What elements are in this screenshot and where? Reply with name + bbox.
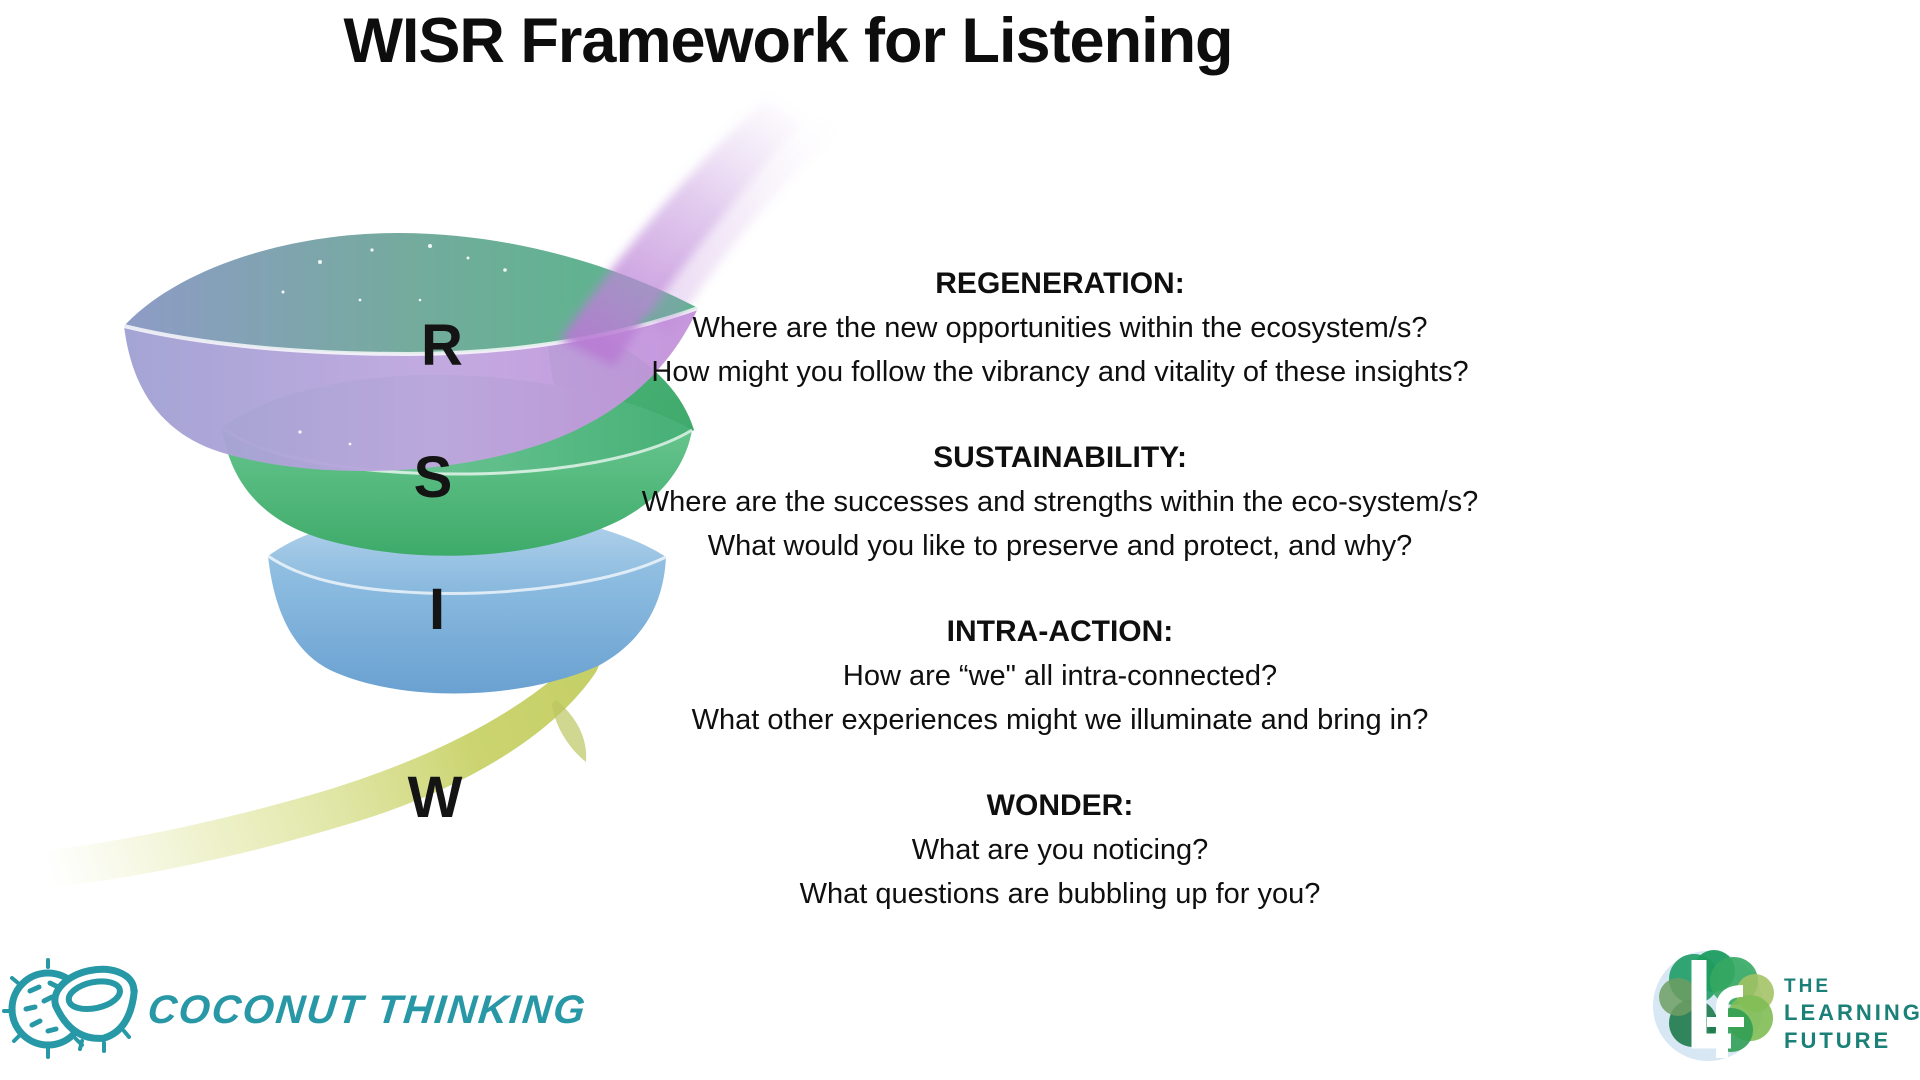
coconut-thinking-logo: COCONUT THINKING [0, 950, 620, 1080]
funnel-letter-w: W [407, 765, 463, 830]
section-line: How are “we" all intra-connected? [842, 660, 1278, 692]
sustainability-band-front [222, 428, 692, 556]
funnel-letter-i: I [428, 577, 446, 642]
learning-future-monogram-icon [1653, 950, 1774, 1061]
wonder-band [38, 634, 604, 888]
section-line: How might you follow the vibrancy and vi… [651, 356, 1469, 388]
section-sustainability: SUSTAINABILITY: Where are the successes … [610, 436, 1510, 568]
question-sections: REGENERATION: Where are the new opportun… [610, 262, 1510, 916]
section-line: Where are the new opportunities within t… [692, 312, 1428, 344]
intra-action-band-front [268, 556, 666, 694]
sparkle-dots [281, 244, 558, 446]
section-line: What are you noticing? [911, 834, 1209, 866]
funnel-spiral-graphic [38, 98, 862, 888]
section-wonder: WONDER: What are you noticing? What ques… [610, 784, 1510, 916]
learning-future-wordmark: THE LEARNING FUTURE [1784, 976, 1920, 1053]
section-line: What would you like to preserve and prot… [707, 530, 1413, 562]
section-line: What questions are bubbling up for you? [799, 878, 1321, 910]
section-intra-action: INTRA-ACTION: How are “we" all intra-con… [610, 610, 1510, 742]
learning-future-line-future: FUTURE [1784, 1028, 1891, 1053]
section-line: Where are the successes and strengths wi… [641, 486, 1479, 518]
section-heading: REGENERATION: [935, 267, 1185, 300]
section-line: What other experiences might we illumina… [691, 704, 1429, 736]
section-heading: WONDER: [986, 789, 1134, 822]
learning-future-line-learning: LEARNING [1784, 1000, 1920, 1025]
page-title: WISR Framework for Listening [343, 6, 1233, 76]
section-heading: SUSTAINABILITY: [933, 441, 1187, 474]
coconut-thinking-wordmark: COCONUT THINKING [145, 988, 589, 1032]
regeneration-band-rim [124, 232, 698, 355]
section-regeneration: REGENERATION: Where are the new opportun… [610, 262, 1510, 394]
learning-future-line-the: THE [1784, 976, 1831, 997]
regeneration-tail [560, 98, 804, 366]
intra-action-rim-highlight [267, 554, 667, 595]
wonder-band-curl [552, 700, 587, 762]
coconut-icon [2, 958, 138, 1059]
regeneration-tail-feather [640, 98, 862, 336]
learning-future-logo: THE LEARNING FUTURE [1653, 950, 1920, 1061]
funnel-letter-r: R [421, 313, 463, 378]
funnel-letter-s: S [413, 445, 453, 510]
section-heading: INTRA-ACTION: [946, 615, 1174, 648]
